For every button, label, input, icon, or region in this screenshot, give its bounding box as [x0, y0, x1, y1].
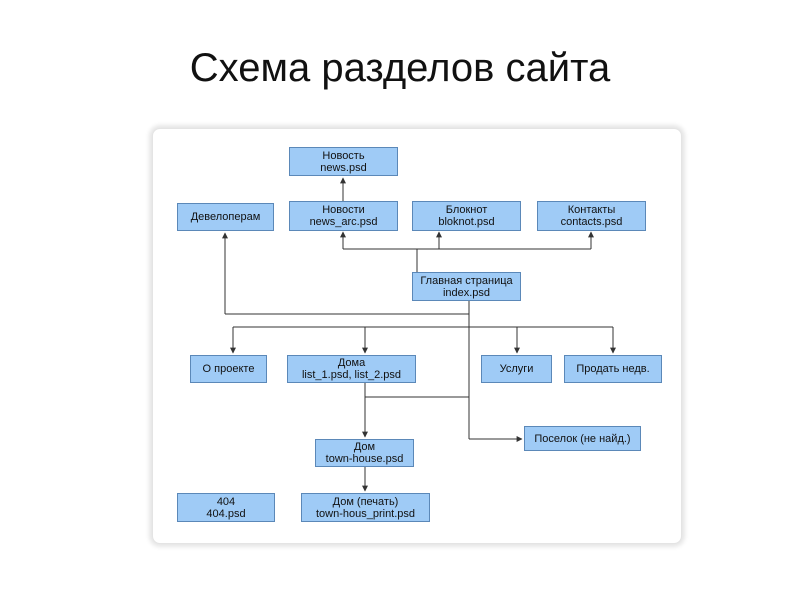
node-developers-title: Девелоперам	[190, 211, 261, 223]
node-news-archive: Новости news_arc.psd	[289, 201, 398, 231]
node-house-print: Дом (печать) town-hous_print.psd	[301, 493, 430, 522]
node-news-archive-title: Новости	[322, 204, 365, 216]
node-home-title: Главная страница	[420, 274, 513, 287]
node-sell: Продать недв.	[564, 355, 662, 383]
node-houses-file: list_1.psd, list_2.psd	[301, 369, 402, 381]
node-sell-title: Продать недв.	[576, 363, 650, 375]
node-house: Дом town-house.psd	[315, 439, 414, 467]
node-house-file: town-house.psd	[325, 453, 404, 465]
node-houses-title: Дома	[337, 357, 366, 369]
node-404: 404 404.psd	[177, 493, 275, 522]
node-news-archive-file: news_arc.psd	[309, 216, 378, 228]
site-map-diagram: Новость news.psd Девелоперам Новости new…	[152, 128, 682, 544]
node-houses: Дома list_1.psd, list_2.psd	[287, 355, 416, 383]
node-about-title: О проекте	[202, 363, 255, 375]
node-village: Поселок (не найд.)	[524, 426, 641, 451]
node-house-title: Дом	[353, 441, 376, 453]
node-404-title: 404	[216, 495, 236, 508]
node-contacts-file: contacts.psd	[560, 216, 623, 228]
node-404-file: 404.psd	[206, 507, 246, 520]
node-about: О проекте	[190, 355, 267, 383]
node-contacts: Контакты contacts.psd	[537, 201, 646, 231]
node-news: Новость news.psd	[289, 147, 398, 176]
slide-title: Схема разделов сайта	[189, 46, 611, 90]
node-notebook-title: Блокнот	[445, 204, 488, 216]
connector-layer	[222, 177, 616, 492]
node-notebook-file: bloknot.psd	[438, 216, 495, 228]
node-house-print-title: Дом (печать)	[332, 495, 399, 508]
node-services-title: Услуги	[499, 363, 534, 375]
node-news-title: Новость	[322, 149, 365, 162]
node-notebook: Блокнот bloknot.psd	[412, 201, 521, 231]
node-house-print-file: town-hous_print.psd	[315, 507, 416, 520]
node-services: Услуги	[481, 355, 552, 383]
node-developers: Девелоперам	[177, 203, 274, 231]
node-contacts-title: Контакты	[567, 204, 616, 216]
node-news-file: news.psd	[320, 161, 367, 174]
node-home-file: index.psd	[442, 286, 491, 299]
node-village-title: Поселок (не найд.)	[534, 432, 631, 445]
node-home: Главная страница index.psd	[412, 272, 521, 301]
